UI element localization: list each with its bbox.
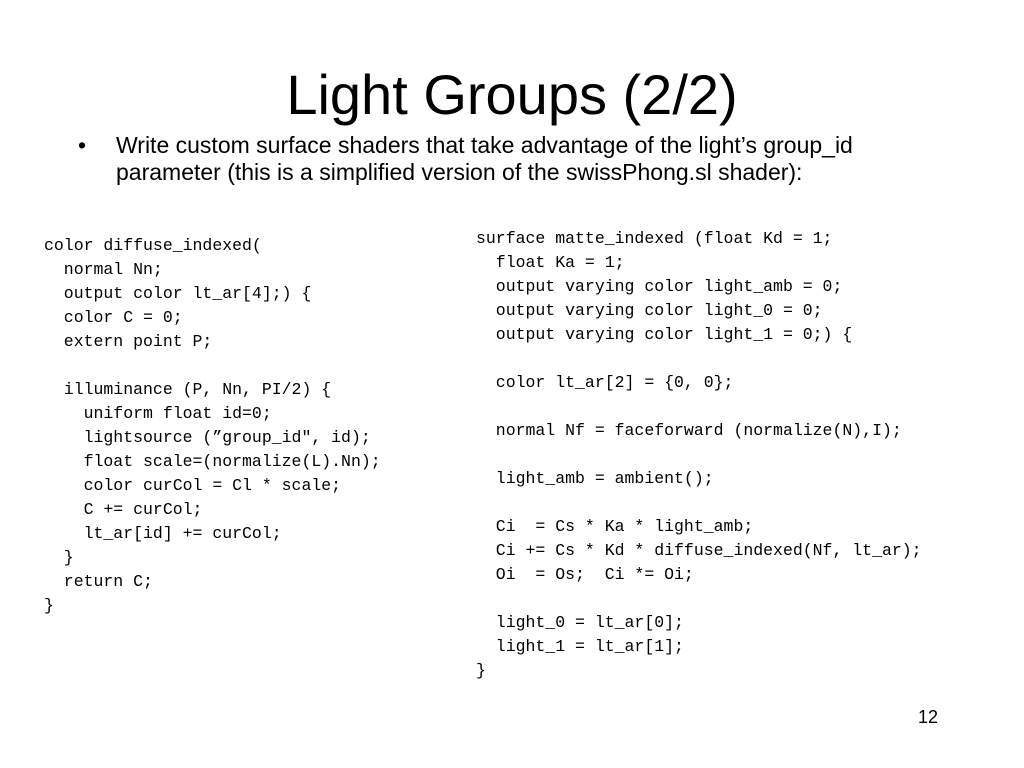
code-line: color diffuse_indexed(	[44, 236, 262, 255]
code-line: Ci += Cs * Kd * diffuse_indexed(Nf, lt_a…	[476, 541, 922, 560]
code-line: output varying color light_0 = 0;	[476, 301, 823, 320]
code-line: uniform float id=0;	[44, 404, 272, 423]
bullet-item: • Write custom surface shaders that take…	[78, 132, 898, 186]
code-line	[476, 347, 922, 371]
code-line: Ci = Cs * Ka * light_amb;	[476, 517, 754, 536]
code-line: float scale=(normalize(L).Nn);	[44, 452, 381, 471]
code-line: lightsource (”group_id", id);	[44, 428, 371, 447]
code-block-matte-indexed: surface matte_indexed (float Kd = 1; flo…	[476, 227, 922, 683]
code-line: }	[44, 596, 54, 615]
code-line: float Ka = 1;	[476, 253, 625, 272]
code-block-diffuse-indexed: color diffuse_indexed( normal Nn; output…	[44, 234, 381, 618]
code-line: output color lt_ar[4];) {	[44, 284, 312, 303]
code-line: output varying color light_amb = 0;	[476, 277, 843, 296]
code-line: light_1 = lt_ar[1];	[476, 637, 684, 656]
code-line: normal Nf = faceforward (normalize(N),I)…	[476, 421, 902, 440]
code-line: return C;	[44, 572, 153, 591]
code-line: light_amb = ambient();	[476, 469, 714, 488]
bullet-icon: •	[78, 132, 87, 158]
code-line: lt_ar[id] += curCol;	[44, 524, 282, 543]
code-line	[476, 443, 922, 467]
bullet-text: Write custom surface shaders that take a…	[116, 132, 853, 185]
code-line	[476, 491, 922, 515]
code-line: C += curCol;	[44, 500, 203, 519]
slide-title: Light Groups (2/2)	[286, 63, 738, 126]
code-line: }	[44, 548, 74, 567]
code-line: light_0 = lt_ar[0];	[476, 613, 684, 632]
code-line	[476, 395, 922, 419]
code-line: illuminance (P, Nn, PI/2) {	[44, 380, 332, 399]
code-line: surface matte_indexed (float Kd = 1;	[476, 229, 833, 248]
code-line: }	[476, 661, 486, 680]
code-line: extern point P;	[44, 332, 213, 351]
code-line: normal Nn;	[44, 260, 163, 279]
code-line	[44, 354, 381, 378]
code-line: color lt_ar[2] = {0, 0};	[476, 373, 734, 392]
page-number: 12	[917, 707, 938, 727]
code-line: color C = 0;	[44, 308, 183, 327]
code-line	[476, 587, 922, 611]
code-line: Oi = Os; Ci *= Oi;	[476, 565, 694, 584]
code-line: output varying color light_1 = 0;) {	[476, 325, 853, 344]
code-line: color curCol = Cl * scale;	[44, 476, 342, 495]
